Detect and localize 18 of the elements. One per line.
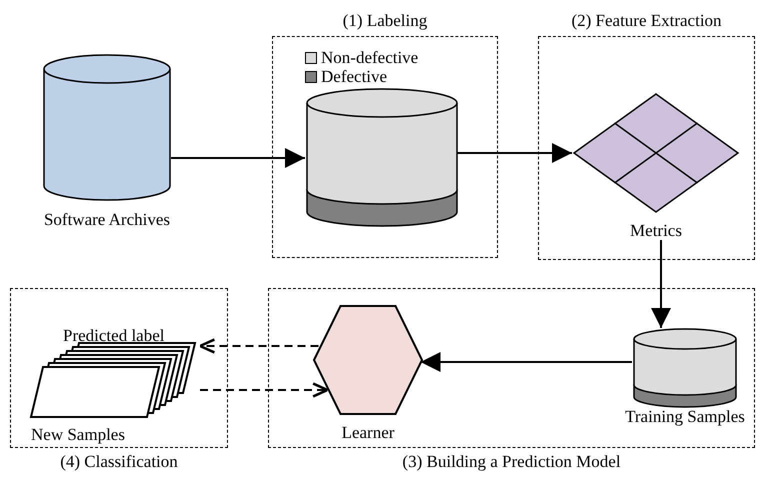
group-heading: (4) Classification	[60, 453, 178, 472]
node-label: New Samples	[31, 426, 125, 445]
group-heading: (2) Feature Extraction	[571, 12, 722, 31]
arrow	[200, 382, 329, 398]
group-heading: (3) Building a Prediction Model	[402, 453, 621, 472]
node-label: Metrics	[630, 222, 682, 241]
legend-label: Non-defective	[321, 49, 418, 66]
arrow	[198, 338, 318, 354]
arrow	[651, 240, 671, 328]
arrow	[420, 352, 632, 372]
node-label: Predicted label	[63, 327, 164, 346]
arrow	[171, 148, 305, 168]
node-label: Training Samples	[625, 408, 745, 427]
group-heading: (1) Labeling	[342, 12, 428, 31]
arrow	[457, 143, 572, 163]
legend-label: Defective	[321, 68, 388, 85]
node-label: Software Archives	[44, 211, 170, 230]
node-label: Learner	[342, 424, 394, 443]
